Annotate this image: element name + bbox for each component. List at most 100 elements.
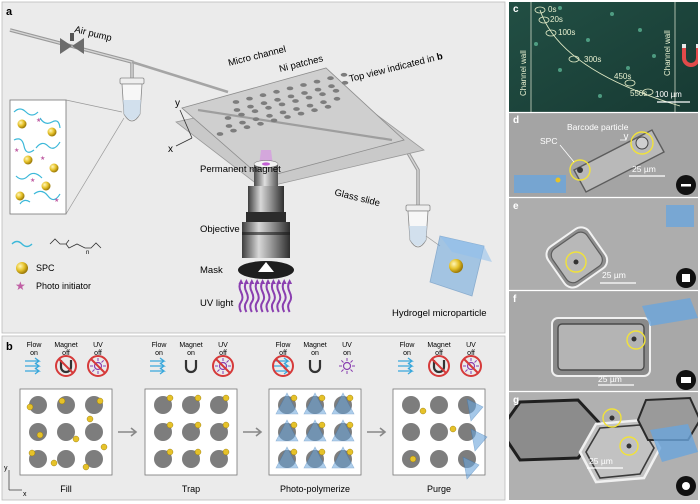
spc-bead — [573, 259, 579, 265]
time-label: 0s — [548, 5, 556, 14]
ni-patch-array — [216, 72, 349, 136]
magnet-status-value: off — [435, 350, 443, 357]
precursor-inset: ★ ★ ★ ★ ★ — [9, 99, 67, 215]
ni-patch — [340, 72, 348, 77]
uv-ray-icon — [340, 369, 344, 373]
magnet-icon — [59, 360, 73, 374]
hydrogel-particle — [331, 419, 355, 442]
magnet-status-value: off — [62, 350, 70, 357]
hydrogel-particle — [275, 419, 299, 442]
ni-patch — [311, 108, 318, 113]
ni-patch — [278, 102, 286, 107]
ni-patch — [306, 103, 314, 108]
uv-status-value: off — [219, 350, 227, 357]
circle-shape-icon — [682, 482, 690, 490]
trapped-spc — [346, 448, 354, 456]
trapped-spc — [318, 448, 326, 456]
ni-patch — [297, 111, 305, 116]
uv-ray — [238, 281, 244, 313]
ni-patch — [332, 88, 340, 93]
magnet-status-label: Magnet — [179, 342, 202, 349]
panel-c-label: c — [513, 4, 519, 15]
panel-f-label: f — [513, 294, 517, 305]
polymer-strand — [13, 108, 39, 116]
panel-b-axis-y: y — [4, 465, 8, 472]
spc-bead — [50, 459, 58, 467]
ni-patch — [430, 396, 448, 414]
spc-bead — [86, 415, 94, 423]
fluorescent-patches — [534, 6, 656, 98]
spc-bead — [41, 181, 51, 191]
magnet-icon — [308, 360, 322, 374]
prohibit-slash — [431, 358, 447, 374]
ni-patch — [324, 104, 332, 109]
hydrogel-particle — [303, 392, 327, 415]
hydrogel-particle — [303, 446, 327, 469]
flow-status-value: on — [30, 350, 38, 357]
ni-patch — [319, 92, 326, 97]
channel-wall-left-label: Channel wall — [519, 50, 528, 96]
ni-patch — [328, 84, 335, 89]
uv-icon — [218, 361, 228, 371]
permanent-magnet-label: Permanent magnet — [200, 164, 281, 175]
initiator-star: ★ — [14, 147, 19, 154]
panel-dividers — [509, 111, 698, 393]
ni-patch — [265, 105, 272, 110]
uv-status-label: UV — [466, 342, 476, 349]
spc-bead — [631, 336, 637, 342]
ni-patch — [233, 108, 241, 112]
trapped-spc — [222, 421, 230, 429]
spc-bead — [100, 443, 108, 451]
zoom-line-bottom — [65, 117, 125, 215]
inlet-tube-icon — [119, 77, 145, 122]
ni-patch — [458, 423, 476, 441]
flow-status-label: Flow — [400, 342, 416, 349]
prohibit-icon — [87, 355, 109, 377]
uv-ray-arrowhead — [243, 279, 249, 284]
hydrogel-particle — [331, 446, 355, 469]
ni-patch — [182, 396, 200, 414]
magnet-status-value: on — [311, 350, 319, 357]
flow-arrow-icon — [150, 367, 166, 375]
panel-e: 25 µm e — [509, 198, 698, 290]
axis-y-label: y — [175, 98, 180, 109]
uv-spot — [262, 162, 270, 166]
ni-patch — [85, 450, 103, 468]
spc-highlight — [602, 408, 622, 428]
magnet-status-label: Magnet — [303, 342, 326, 349]
ni-patch — [57, 450, 75, 468]
uv-ray-arrowhead — [254, 279, 260, 284]
spc-bead — [58, 397, 66, 405]
scale-bar-label: 25 µm — [632, 164, 656, 174]
hydrogel-particle — [275, 392, 299, 415]
spc-bead — [609, 415, 615, 421]
ni-patch — [210, 450, 228, 468]
panel-b-label: b — [6, 341, 13, 353]
rectangle-shape-icon — [681, 377, 691, 383]
uv-status-value: on — [343, 350, 351, 357]
panel-a-legend: n SPC ★ Photo initiator — [11, 238, 102, 293]
spc-bead — [419, 407, 427, 415]
trapped-spc — [318, 421, 326, 429]
uv-ray-arrowhead — [265, 279, 271, 284]
spc-highlight — [569, 159, 591, 181]
spc-highlight — [619, 436, 639, 456]
uv-ray — [249, 281, 255, 313]
trapped-spc — [166, 421, 174, 429]
trapped-spc — [194, 394, 202, 402]
panel-a: a Air pump — [1, 1, 506, 334]
magnet-status-label: Magnet — [54, 342, 77, 349]
time-label: 100s — [558, 28, 575, 37]
released-hydrogel-particle — [462, 456, 480, 480]
magnet-status-value: on — [187, 350, 195, 357]
ni-patch — [154, 450, 172, 468]
ni-patch — [216, 132, 224, 136]
trapped-spc — [290, 421, 298, 429]
inset-cube-icon — [642, 298, 698, 326]
uv-status-label: UV — [218, 342, 228, 349]
ni-patch — [430, 423, 448, 441]
uv-status-value: off — [467, 350, 475, 357]
